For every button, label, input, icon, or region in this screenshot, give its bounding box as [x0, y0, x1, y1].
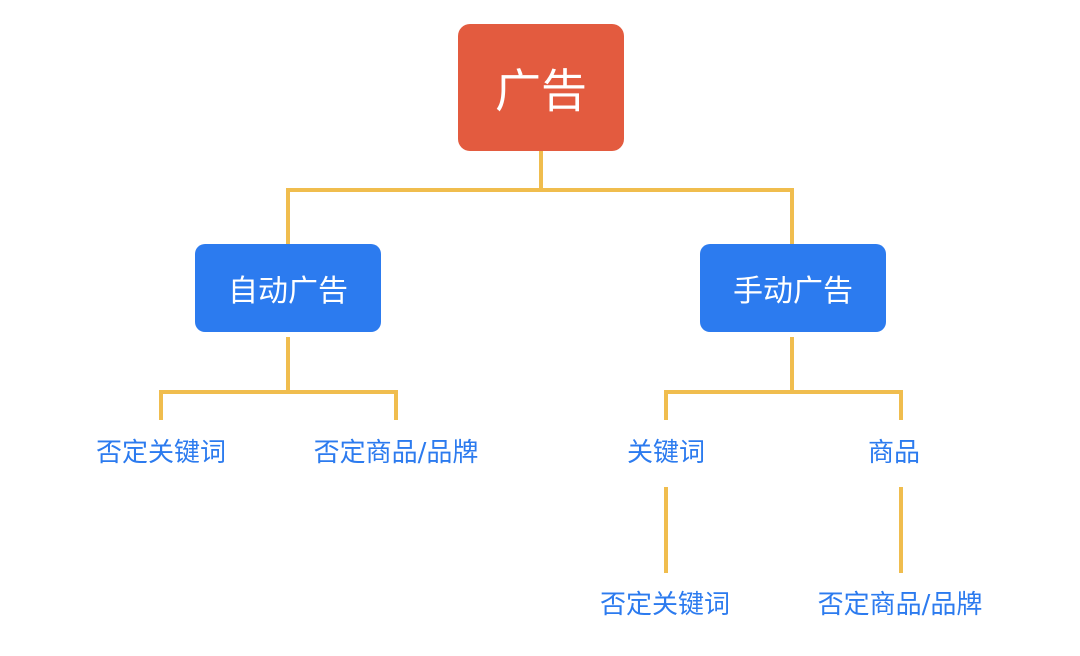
node-auto-ads-label: 自动广告 [228, 274, 348, 309]
node-manual-ads: 手动广告 [700, 244, 886, 332]
leaf-manual-keywords: 关键词 [626, 438, 705, 468]
leaf-manual-products-negative: 否定商品/品牌 [817, 590, 983, 620]
node-auto-ads: 自动广告 [195, 244, 381, 332]
root-node-ads: 广告 [458, 24, 624, 151]
node-manual-ads-label: 手动广告 [733, 274, 853, 309]
root-node-label: 广告 [495, 63, 587, 118]
leaf-manual-keywords-negative: 否定关键词 [599, 590, 730, 620]
leaf-auto-negative-products-brands: 否定商品/品牌 [313, 438, 479, 468]
leaf-manual-products: 商品 [867, 438, 920, 468]
leaf-auto-negative-keywords: 否定关键词 [95, 438, 226, 468]
